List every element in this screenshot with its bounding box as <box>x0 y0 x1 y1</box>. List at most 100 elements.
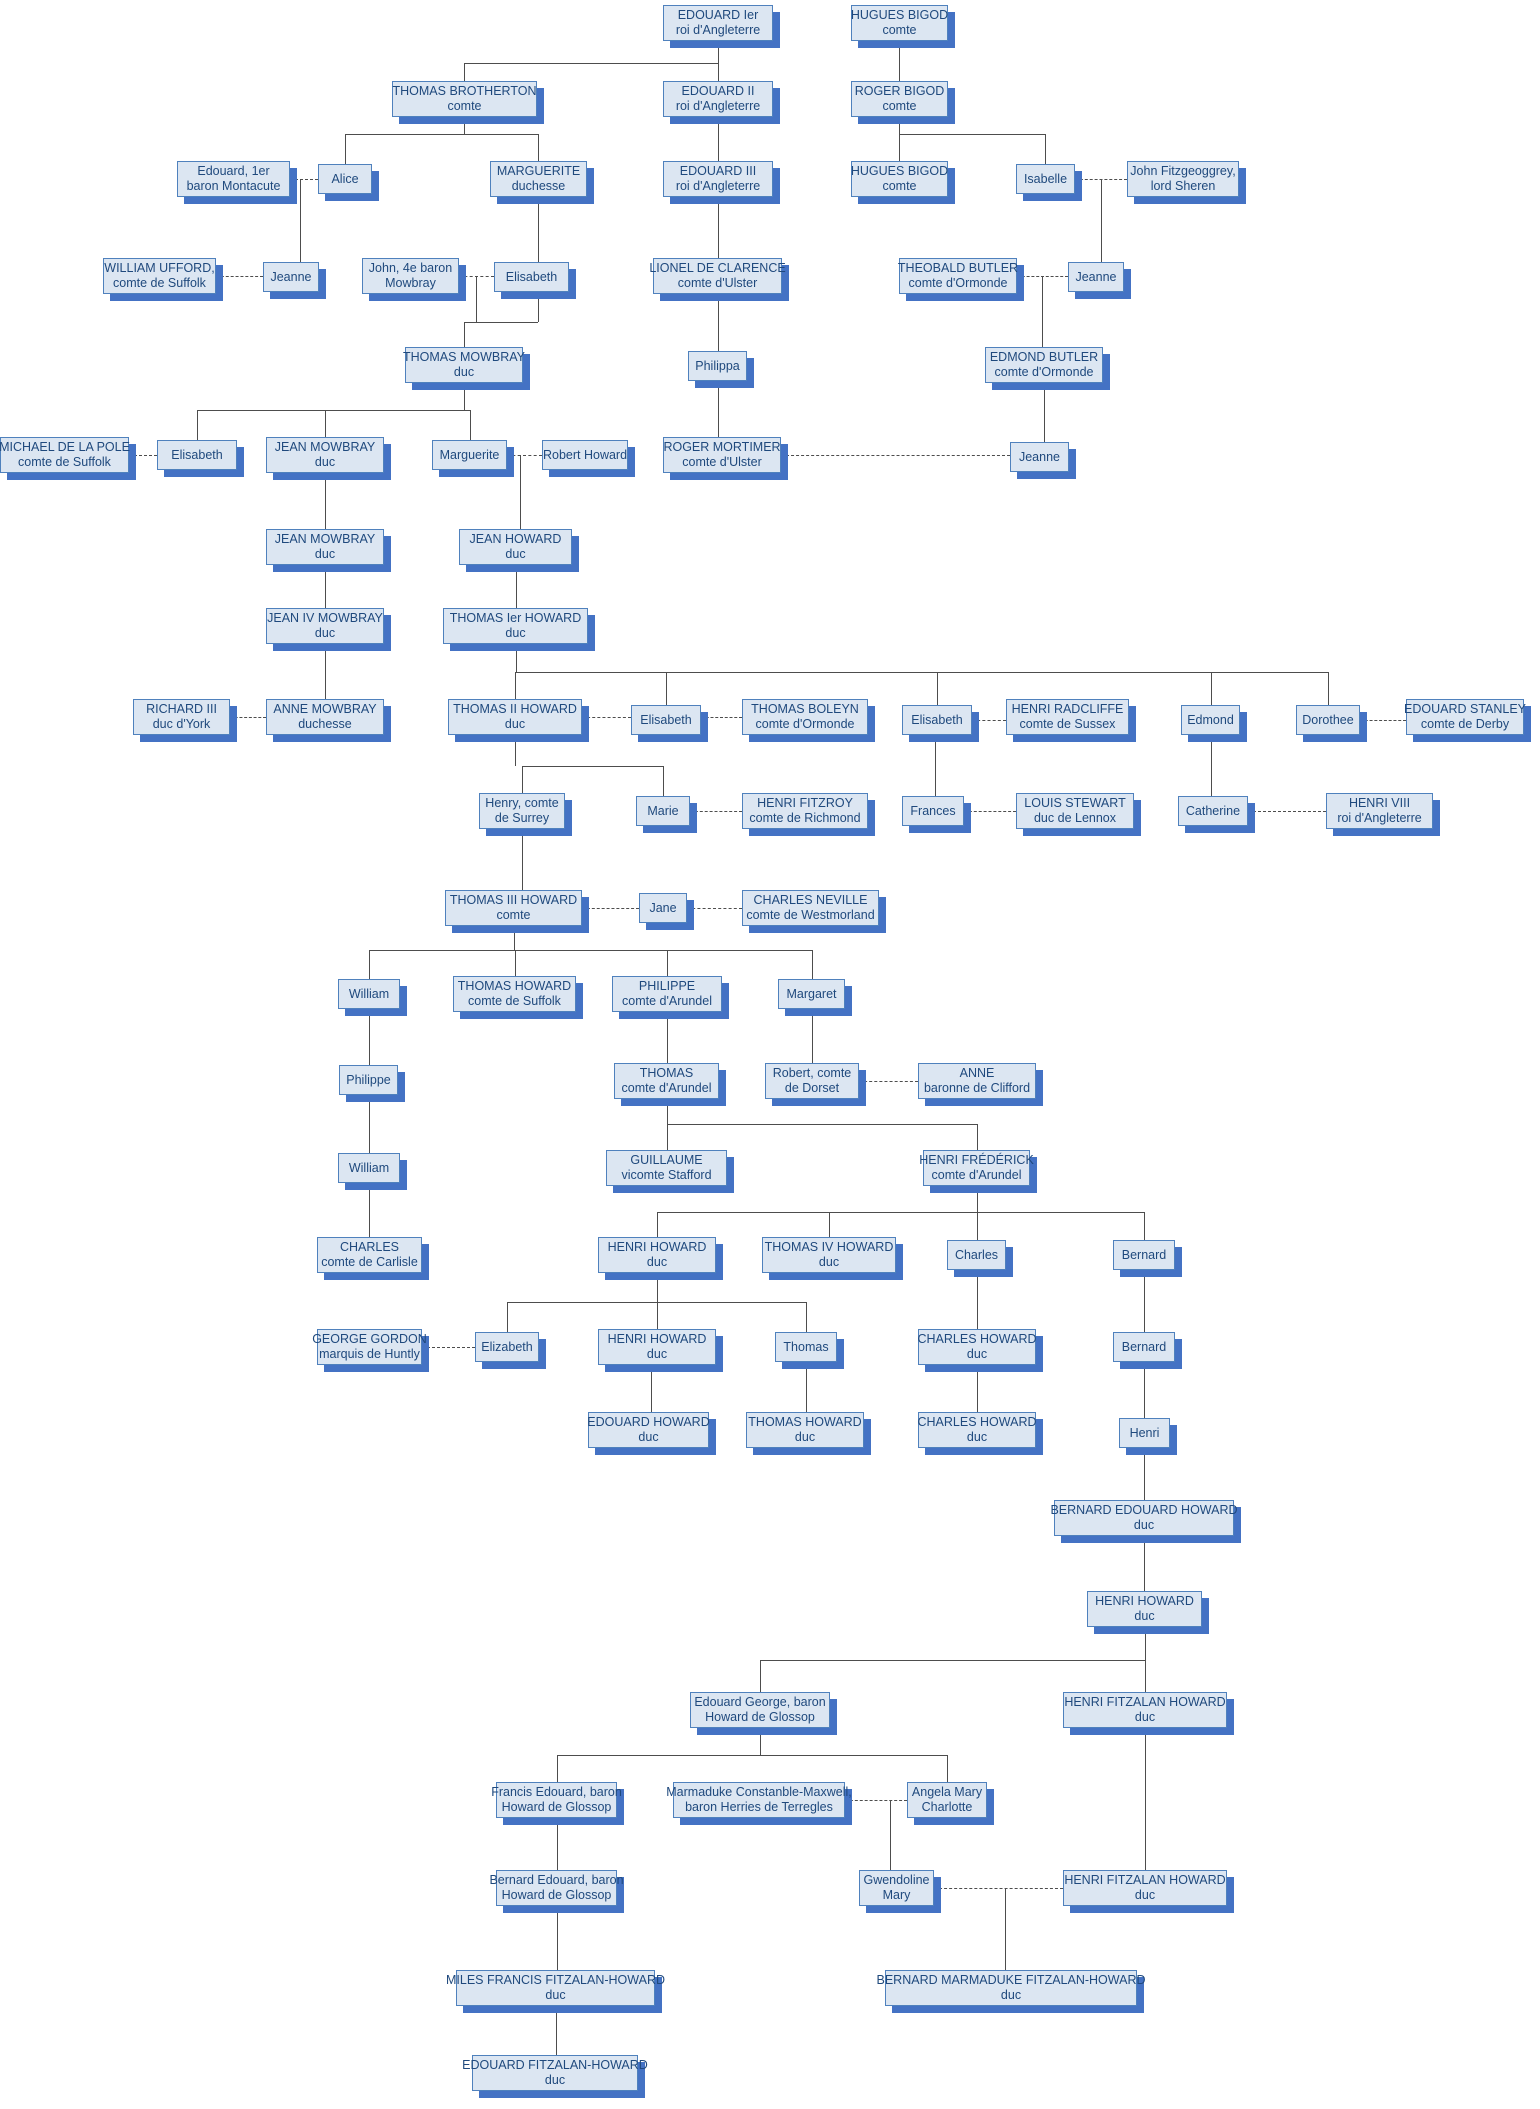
person-name: John, 4e baron <box>368 261 453 275</box>
tree-node-elizabeth[interactable]: Elizabeth <box>475 1332 539 1362</box>
tree-node-elisabeth-4[interactable]: Elisabeth <box>902 705 972 735</box>
tree-node-marie[interactable]: Marie <box>636 796 690 826</box>
tree-node-henri[interactable]: Henri <box>1119 1418 1170 1448</box>
tree-node-elisabeth-2[interactable]: Elisabeth <box>157 440 237 470</box>
tree-node-jane[interactable]: Jane <box>639 893 687 923</box>
tree-node-thomas[interactable]: Thomas <box>775 1332 837 1362</box>
tree-node-frances[interactable]: Frances <box>902 796 964 826</box>
tree-node-william-2[interactable]: William <box>338 1153 400 1183</box>
tree-node-philippa[interactable]: Philippa <box>688 351 747 381</box>
tree-node-william-ufford[interactable]: WILLIAM UFFORD,comte de Suffolk <box>103 258 216 294</box>
tree-node-margaret[interactable]: Margaret <box>778 979 845 1009</box>
tree-node-bernard-1[interactable]: Bernard <box>1113 1240 1175 1270</box>
tree-node-jeanne-2[interactable]: Jeanne <box>1068 262 1124 292</box>
tree-node-john-fitzgeoggrey[interactable]: John Fitzgeoggrey,lord Sheren <box>1127 161 1239 197</box>
person-name: Bernard <box>1121 1247 1167 1262</box>
tree-node-marmaduke[interactable]: Marmaduke Constanble-Maxwell,baron Herri… <box>666 1782 852 1818</box>
tree-node-elisabeth-3[interactable]: Elisabeth <box>631 705 701 735</box>
person-name: Alice <box>331 171 359 186</box>
tree-node-catherine[interactable]: Catherine <box>1178 796 1248 826</box>
tree-node-jeanne-1[interactable]: Jeanne <box>263 262 319 292</box>
person-name: Jeanne <box>1018 449 1060 464</box>
tree-node-marguerite-howard[interactable]: Marguerite <box>432 440 507 470</box>
tree-node-bernard-2[interactable]: Bernard <box>1113 1332 1175 1362</box>
tree-node-edmond[interactable]: Edmond <box>1181 705 1240 735</box>
tree-node-isabelle[interactable]: Isabelle <box>1016 164 1075 194</box>
marriage-connector-line <box>1075 179 1127 180</box>
tree-node-jeanne-3[interactable]: Jeanne <box>1010 442 1069 472</box>
marriage-connector-line <box>1360 720 1406 721</box>
tree-node-philippe[interactable]: Philippe <box>339 1065 398 1095</box>
tree-node-elisabeth-1[interactable]: Elisabeth <box>494 262 569 292</box>
person-name: EDOUARD Ier <box>677 8 759 22</box>
tree-node-dorothee[interactable]: Dorothee <box>1296 705 1360 735</box>
descent-connector-line <box>1101 179 1102 262</box>
tree-node-robert-howard[interactable]: Robert Howard <box>542 440 628 470</box>
tree-node-alice[interactable]: Alice <box>318 164 372 194</box>
tree-node-william-1[interactable]: William <box>338 979 400 1009</box>
tree-node-charles[interactable]: Charles <box>947 1240 1006 1270</box>
